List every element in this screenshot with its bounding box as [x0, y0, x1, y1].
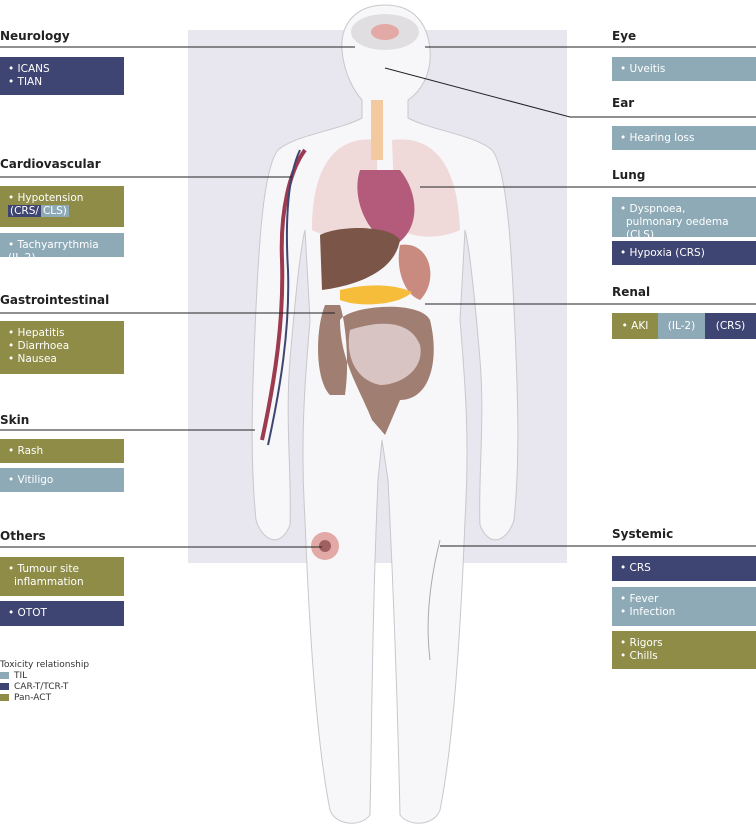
item-icans: • ICANS: [8, 63, 50, 75]
tag-cls: CLS): [40, 205, 69, 217]
hypotension-box: • Hypotension (CRS/CLS): [0, 186, 124, 227]
item-pulmonary-oedema: pulmonary oedema (CLS): [626, 216, 729, 241]
lungs: [312, 139, 460, 237]
heading-cardiovascular: Cardiovascular: [0, 157, 101, 171]
leg-veins: [427, 539, 441, 661]
item-fever: • Fever: [620, 593, 659, 605]
crs-box: • CRS: [612, 556, 756, 581]
fever-box: • Fever • Infection: [612, 587, 756, 626]
connector-lines: [0, 46, 756, 548]
hypoxia-box: • Hypoxia (CRS): [612, 241, 756, 265]
heading-systemic: Systemic: [612, 527, 674, 541]
heading-renal: Renal: [612, 285, 651, 299]
neurology-box: • ICANS • TIAN: [0, 57, 124, 95]
legend-title: Toxicity relationship: [0, 660, 90, 670]
liver: [320, 228, 400, 290]
hearing-loss-box: • Hearing loss: [612, 126, 756, 150]
dyspnoea-box: • Dyspnoea, pulmonary oedema (CLS): [612, 197, 756, 241]
heading-eye: Eye: [612, 29, 637, 43]
otot-box: • OTOT: [0, 601, 124, 626]
item-nausea: • Nausea: [8, 353, 57, 365]
item-diarrhoea: • Diarrhoea: [8, 340, 70, 352]
heading-ear: Ear: [612, 96, 635, 110]
item-tumour-site: • Tumour site: [8, 563, 79, 575]
item-infection: • Infection: [620, 606, 676, 618]
item-rigors: • Rigors: [620, 637, 663, 649]
heading-skin: Skin: [0, 413, 30, 427]
item-hypotension: • Hypotension: [8, 192, 84, 204]
item-tumour-site-cont: inflammation: [14, 576, 84, 588]
heart: [357, 170, 415, 245]
item-aki: • AKI: [612, 313, 658, 339]
tag-crs: (CRS/: [8, 205, 41, 217]
stomach: [398, 244, 431, 300]
item-tian: • TIAN: [8, 76, 43, 88]
uveitis-box: • Uveitis: [612, 57, 756, 81]
trachea: [371, 100, 383, 160]
item-chills: • Chills: [620, 650, 658, 662]
legend-item-til: TIL: [0, 671, 89, 682]
heading-lung: Lung: [612, 168, 646, 182]
tumour-box: • Tumour site inflammation: [0, 557, 124, 596]
legend-item-pan-act: Pan-ACT: [0, 693, 89, 704]
rash-box: • Rash: [0, 439, 124, 463]
heading-neurology: Neurology: [0, 29, 70, 43]
vitiligo-box: • Vitiligo: [0, 468, 124, 492]
rigors-box: • Rigors • Chills: [612, 631, 756, 669]
legend-item-car-t: CAR-T/TCR-T: [0, 682, 89, 693]
heading-gastrointestinal: Gastrointestinal: [0, 293, 110, 307]
renal-box: • AKI (IL-2) (CRS): [612, 313, 756, 339]
heading-others: Others: [0, 529, 46, 543]
tag-il2: (IL-2): [658, 313, 705, 339]
item-hepatitis: • Hepatitis: [8, 327, 65, 339]
legend: Toxicity relationship TIL CAR-T/TCR-T Pa…: [0, 660, 89, 704]
gastrointestinal-box: • Hepatitis • Diarrhoea • Nausea: [0, 321, 124, 374]
item-dyspnoea: • Dyspnoea,: [620, 203, 686, 215]
tag-crs: (CRS): [705, 313, 756, 339]
tachyarrythmia-box: • Tachyarrythmia (IL-2): [0, 233, 124, 264]
pancreas: [340, 285, 412, 305]
